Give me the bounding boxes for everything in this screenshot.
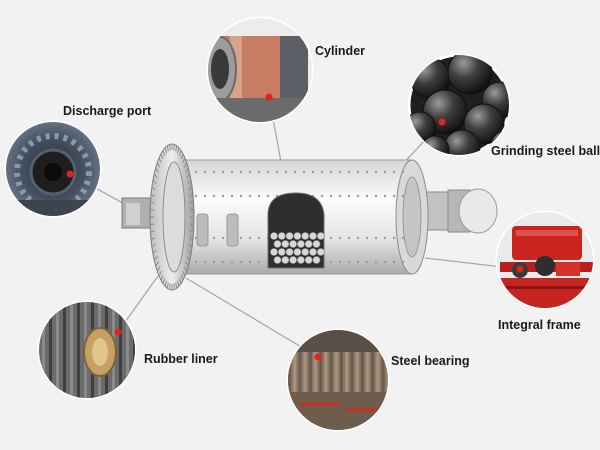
inset-rubber-liner bbox=[37, 300, 137, 400]
marker-grinding-ball bbox=[438, 118, 446, 126]
label-cylinder: Cylinder bbox=[315, 44, 366, 58]
marker-cylinder bbox=[265, 93, 273, 101]
marker-integral-frame bbox=[516, 265, 524, 273]
label-steel-bearing: Steel bearing bbox=[391, 354, 470, 368]
marker-rubber-liner bbox=[114, 328, 122, 336]
inset-steel-bearing bbox=[286, 328, 390, 432]
inset-grinding-steel-ball bbox=[407, 53, 511, 157]
right-end-cap bbox=[458, 188, 498, 234]
label-grinding-steel-ball: Grinding steel ball bbox=[491, 144, 600, 158]
inset-discharge-port bbox=[4, 120, 102, 218]
drum-liner-slots bbox=[196, 213, 239, 247]
marker-steel-bearing bbox=[314, 353, 322, 361]
marker-discharge-port bbox=[66, 170, 74, 178]
label-integral-frame: Integral frame bbox=[498, 318, 581, 332]
inset-integral-frame bbox=[495, 210, 595, 310]
inset-cylinder bbox=[206, 16, 314, 124]
label-rubber-liner: Rubber liner bbox=[144, 352, 218, 366]
ball-mill bbox=[121, 143, 498, 291]
cutaway-balls bbox=[270, 232, 325, 264]
gear-teeth bbox=[150, 144, 194, 290]
label-discharge-port: Discharge port bbox=[63, 104, 152, 118]
connector-steel-bearing bbox=[185, 277, 319, 358]
